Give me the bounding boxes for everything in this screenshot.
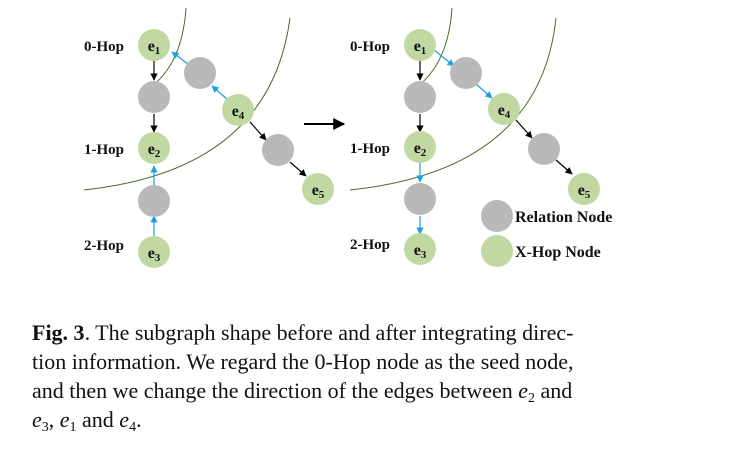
node-e3-label: e3 xyxy=(148,245,161,264)
node-e2-label: e2 xyxy=(414,140,427,159)
hop-label-1: 1-Hop xyxy=(350,141,390,157)
edge-r4-e5 xyxy=(555,159,573,175)
xhop-node-e4 xyxy=(222,94,254,126)
xhop-node-e2 xyxy=(404,131,436,163)
node-e4-label: e4 xyxy=(498,102,511,121)
xhop-node-e1 xyxy=(404,29,436,61)
xhop-node-e3 xyxy=(138,236,170,268)
subgraph-figure: e1 e2 e3 e4 e5 0-Hop 1-Hop 2-Hop xyxy=(83,7,612,268)
relation-node xyxy=(528,133,560,165)
relation-node xyxy=(262,134,294,166)
figure-caption: Fig. 3. The subgraph shape before and af… xyxy=(32,318,712,435)
legend-xhop-swatch xyxy=(481,235,513,267)
relation-node xyxy=(184,57,216,89)
edge-e4-r4 xyxy=(249,121,267,141)
node-e5-label: e5 xyxy=(578,182,591,201)
edge-e4-r3 xyxy=(211,85,229,101)
relation-node xyxy=(450,57,482,89)
node-e5-label: e5 xyxy=(312,182,325,201)
edge-e4-r4 xyxy=(515,119,533,139)
hop-label-2: 2-Hop xyxy=(350,237,390,253)
xhop-node-e4 xyxy=(488,93,520,125)
after-graph: e1 e2 e3 e4 e5 0-Hop 1-Hop 2-Hop xyxy=(349,7,600,265)
caption-line-3: and then we change the direction of the … xyxy=(32,378,573,406)
legend: Relation Node X-Hop Node xyxy=(481,200,612,267)
relation-node xyxy=(138,81,170,113)
node-e1-label: e1 xyxy=(148,38,161,57)
legend-relation-swatch xyxy=(481,200,513,232)
edge-e1-r3 xyxy=(433,49,455,67)
edge-r3-e4 xyxy=(475,83,493,99)
hop-label-1: 1-Hop xyxy=(84,142,124,158)
node-e2-label: e2 xyxy=(148,141,161,160)
caption-line-4: e3, e1 and e4. xyxy=(32,407,142,435)
caption-line-2: tion information. We regard the 0-Hop no… xyxy=(32,349,574,374)
edge-r4-e5 xyxy=(289,161,307,177)
hop-label-0: 0-Hop xyxy=(350,39,390,55)
edge-r3-e1 xyxy=(171,51,189,65)
xhop-node-e5 xyxy=(568,173,600,205)
relation-node xyxy=(404,81,436,113)
hop-boundary-outer xyxy=(83,17,291,191)
xhop-node-e2 xyxy=(138,132,170,164)
relation-node xyxy=(404,183,436,215)
node-e4-label: e4 xyxy=(232,103,245,122)
hop-boundary-outer xyxy=(349,17,557,191)
hop-label-0: 0-Hop xyxy=(84,39,124,55)
caption-line-1: Fig. 3. The subgraph shape before and af… xyxy=(32,320,574,345)
node-e3-label: e3 xyxy=(414,242,427,261)
legend-relation-label: Relation Node xyxy=(515,209,612,226)
node-e1-label: e1 xyxy=(414,38,427,57)
legend-xhop-label: X-Hop Node xyxy=(515,244,601,261)
hop-label-2: 2-Hop xyxy=(84,238,124,254)
xhop-node-e1 xyxy=(138,29,170,61)
relation-node xyxy=(138,185,170,217)
xhop-node-e3 xyxy=(404,233,436,265)
caption-lead: Fig. 3 xyxy=(32,320,85,345)
before-graph: e1 e2 e3 e4 e5 0-Hop 1-Hop 2-Hop xyxy=(83,7,334,268)
xhop-node-e5 xyxy=(302,173,334,205)
